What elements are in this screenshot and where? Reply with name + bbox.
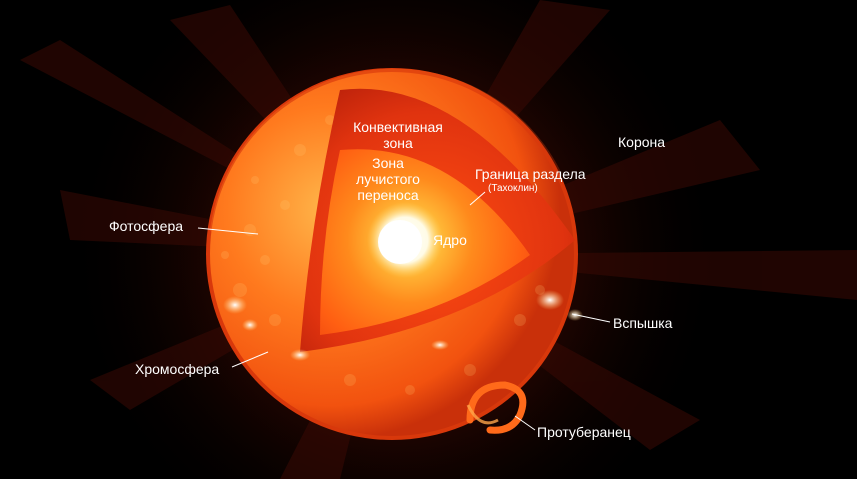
prominence-loop <box>466 381 527 434</box>
prominence-leader <box>514 415 536 431</box>
flare-leader <box>571 313 611 323</box>
flares <box>223 290 583 361</box>
leader-lines <box>197 191 611 431</box>
chromosphere-leader <box>231 351 269 368</box>
photosphere-leader <box>197 227 259 235</box>
corona-label: Корона <box>618 134 666 150</box>
convective-zone-label: Конвективная зона <box>353 119 443 151</box>
chromosphere-label: Хромосфера <box>135 361 220 377</box>
core-center <box>378 220 422 264</box>
tachocline-sub-label: (Тахоклин) <box>488 183 538 194</box>
tachocline-label: Граница раздела <box>475 166 586 182</box>
cutaway <box>300 88 575 352</box>
prominence-label: Протуберанец <box>537 424 631 440</box>
photosphere-label: Фотосфера <box>109 218 184 234</box>
tachocline-leader <box>469 191 486 206</box>
flare-label: Вспышка <box>613 315 673 331</box>
radiative-zone-label: Зона лучистого переноса <box>356 155 420 203</box>
core-label: Ядро <box>433 232 467 248</box>
